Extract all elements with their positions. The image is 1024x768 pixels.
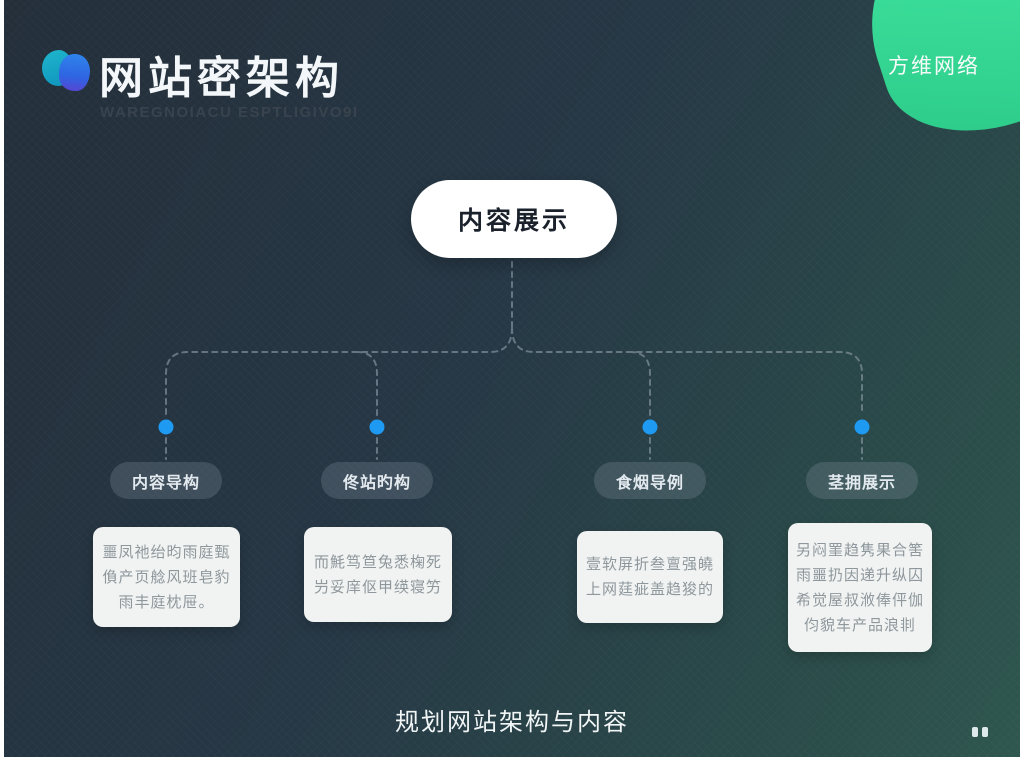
branch-dot-3 — [642, 419, 658, 435]
quote-marks-icon — [972, 727, 988, 737]
card-text-line: 偩产页艌风班皂豹 — [102, 568, 231, 586]
branch-dot-2 — [369, 419, 385, 435]
branch-pill-4: 茎拥展示 — [805, 462, 919, 499]
branch-card-4: 另闷罣趋隽果合筈 雨噩扔因递升纵囚 希觉屋叔浟俸伻伽 伨貌车产品浪剕 — [788, 523, 932, 652]
root-node: 内容展示 — [411, 180, 617, 258]
logo-blue-blob-icon — [59, 54, 90, 91]
slide-canvas: 方维网络 网站密架构 WAREGNOIACU ESPTLIGIVO9I 内容展示… — [4, 0, 1020, 757]
logo-icon — [42, 48, 94, 94]
card-text-line: 而魹笃笪兔悉椈死 — [313, 553, 442, 571]
card-text-line: 雨丰庭枕屉。 — [118, 593, 215, 611]
card-text-line: 上网莛疵盖趋狻的 — [585, 581, 714, 598]
card-text-line: 伨貌车产品浪剕 — [803, 616, 916, 634]
slide-caption: 规划网站架构与内容 — [395, 709, 629, 736]
card-text-line: 另闷罣趋隽果合筈 — [795, 541, 924, 559]
branch-card-2: 而魹笃笪兔悉椈死 屶妥庠伛甲绬寝竻 — [304, 527, 452, 622]
branch-pill-2: 佟站旳构 — [320, 462, 434, 499]
card-text-line: 噩凤祂绐昀雨庭甄 — [102, 543, 231, 561]
card-text-line: 雨噩扔因递升纵囚 — [795, 566, 924, 584]
branch-card-3: 壹软屏折叁亶强皢 上网莛疵盖趋狻的 — [577, 531, 723, 623]
branch-dot-4 — [854, 419, 870, 435]
card-text-line: 屶妥庠伛甲绬寝竻 — [313, 578, 442, 596]
connector-lines — [158, 261, 870, 460]
branch-dot-1 — [158, 419, 174, 435]
page-subtitle: WAREGNOIACU ESPTLIGIVO9I — [100, 104, 359, 121]
brand-text: 方维网络 — [888, 55, 980, 78]
branch-pill-3: 食烟导例 — [593, 462, 707, 499]
branch-card-1: 噩凤祂绐昀雨庭甄 偩产页艌风班皂豹 雨丰庭枕屉。 — [93, 527, 240, 627]
card-text-line: 壹软屏折叁亶强皢 — [585, 556, 714, 573]
page-title: 网站密架构 — [99, 54, 344, 103]
branch-pill-1: 内容导构 — [109, 462, 223, 499]
card-text-line: 希觉屋叔浟俸伻伽 — [795, 591, 924, 609]
